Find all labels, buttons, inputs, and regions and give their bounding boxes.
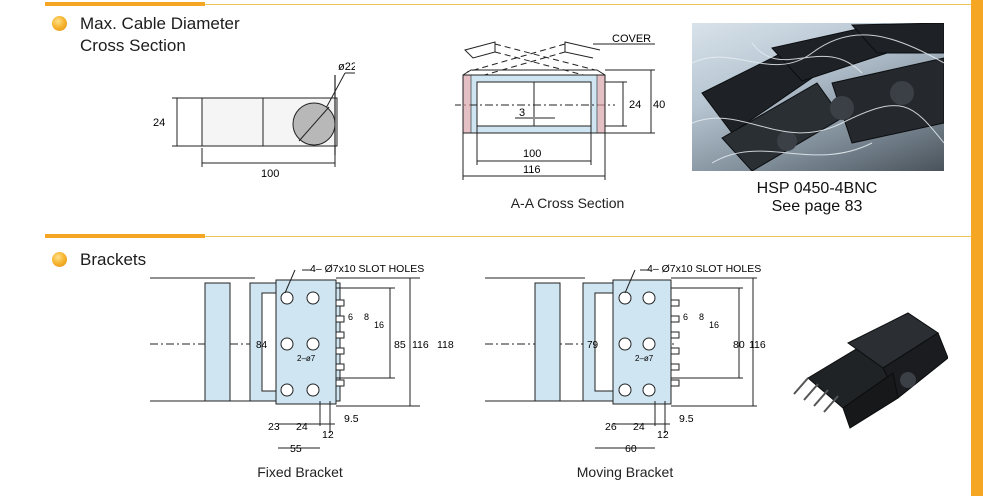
fixed-dim-6: 6 [348,312,353,322]
fixed-bracket-drawing: 4– Ø7x10 SLOT HOLES 84 2–ø7 6 8 16 85 11… [150,263,454,455]
fixed-dim-23: 23 [268,421,280,433]
page-edge-accent [971,0,983,496]
moving-dim-16: 16 [709,320,719,330]
cable-diameter-label: ø22 [338,61,355,73]
cover-label: COVER [612,33,651,45]
fixed-dim-9-5: 9.5 [344,413,359,425]
cross-dim-40: 40 [653,99,665,111]
fixed-dim-84: 84 [256,340,268,351]
moving-dim-6: 6 [683,312,688,322]
cross-dim-100: 100 [523,148,541,160]
aa-cross-section-drawing: COVER 24 40 3 100 116 [455,33,665,180]
product-page-ref: See page 83 [771,198,863,215]
section2-heading: Brackets [80,250,147,269]
product-caption: HSP 0450-4BNC See page 83 [722,180,912,216]
moving-dim-2-o7: 2–ø7 [635,354,654,363]
moving-dim-26: 26 [605,421,617,433]
cable-width-label: 100 [261,168,279,180]
moving-dim-12: 12 [657,429,669,441]
product-photo [692,23,944,171]
section1-heading-line2: Cross Section [80,36,186,55]
section1-bullet-icon [52,16,67,31]
moving-bracket-caption: Moving Bracket [576,464,674,480]
moving-dim-116: 116 [749,339,766,351]
cable-diameter-drawing: ø22 24 100 [153,61,355,180]
fixed-slot-label: 4– Ø7x10 SLOT HOLES [310,263,424,275]
section2-top-rule [45,236,971,237]
fixed-dim-24: 24 [296,421,308,433]
section1-heading: Max. Cable Diameter Cross Section [80,13,240,57]
moving-dim-9-5: 9.5 [679,413,694,425]
moving-bracket-drawing: 4– Ø7x10 SLOT HOLES 79 2–ø7 6 8 16 80 11… [485,263,766,455]
cross-dim-116: 116 [523,164,541,176]
cable-height-label: 24 [153,117,165,129]
fixed-dim-12: 12 [322,429,334,441]
moving-dim-24: 24 [633,421,645,433]
fixed-dim-85: 85 [394,339,406,351]
bracket-product-image [793,312,948,429]
fixed-dim-2-o7: 2–ø7 [297,354,316,363]
fixed-dim-55: 55 [290,443,302,455]
fixed-bracket-caption: Fixed Bracket [257,464,343,480]
section1-heading-line1: Max. Cable Diameter [80,14,240,33]
section1-top-rule [45,4,971,5]
section2-accent-tab [45,234,205,238]
section1-accent-tab [45,2,205,6]
moving-dim-79: 79 [587,340,599,351]
moving-dim-60: 60 [625,443,637,455]
section2-bullet-icon [52,252,67,267]
cross-section-caption: A-A Cross Section [510,195,625,211]
cross-dim-24: 24 [629,99,641,111]
moving-dim-80: 80 [733,339,745,351]
product-name: HSP 0450-4BNC [756,180,878,197]
fixed-dim-116: 116 [412,339,429,351]
moving-slot-label: 4– Ø7x10 SLOT HOLES [647,263,761,275]
moving-dim-8: 8 [699,312,704,322]
fixed-dim-118: 118 [437,339,454,351]
fixed-dim-16: 16 [374,320,384,330]
fixed-dim-8: 8 [364,312,369,322]
cross-dim-3: 3 [519,107,525,119]
